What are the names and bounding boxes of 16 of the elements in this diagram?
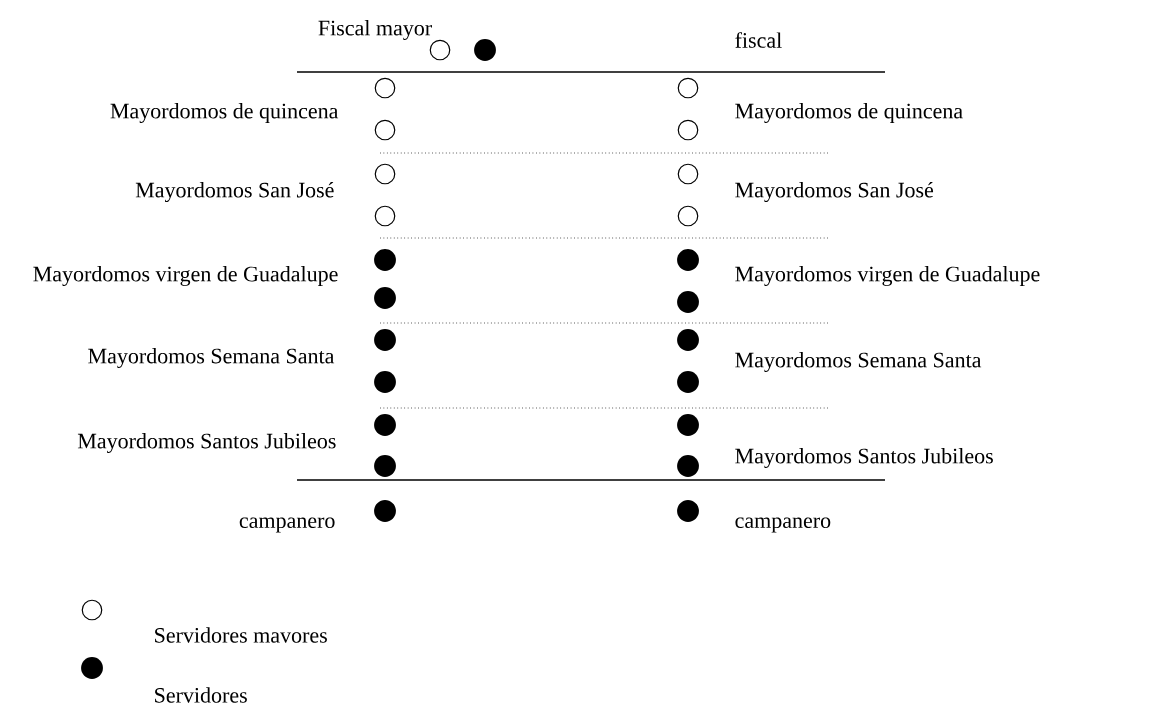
row-label: Mayordomos San José [735, 182, 934, 203]
row-label: Mayordomos de quincena [735, 103, 963, 123]
row-label: Mayordomos Semana Santa [88, 348, 335, 368]
row-label: Mayordomos Semana Santa [735, 352, 982, 372]
row-label: Mayordomos Santos Jubileos [77, 433, 336, 453]
row-label: Fiscal mayor [318, 20, 432, 40]
row-label: Mayordomos virgen de Guadalupe [33, 266, 338, 286]
row-label: Mayordomos de quincena [110, 103, 339, 123]
legend-label: Servidores mavores [155, 627, 327, 643]
row-label: Mayordomos Santos Jubileos [735, 448, 993, 468]
row-label: campanero [239, 517, 335, 533]
row-label: fiscal [735, 32, 782, 48]
row-label: campanero [735, 517, 831, 533]
legend-label: Servidores [155, 687, 247, 703]
row-label: Mayordomos virgen de Guadalupe [735, 266, 1040, 286]
row-label: Mayordomos San José [135, 182, 334, 203]
